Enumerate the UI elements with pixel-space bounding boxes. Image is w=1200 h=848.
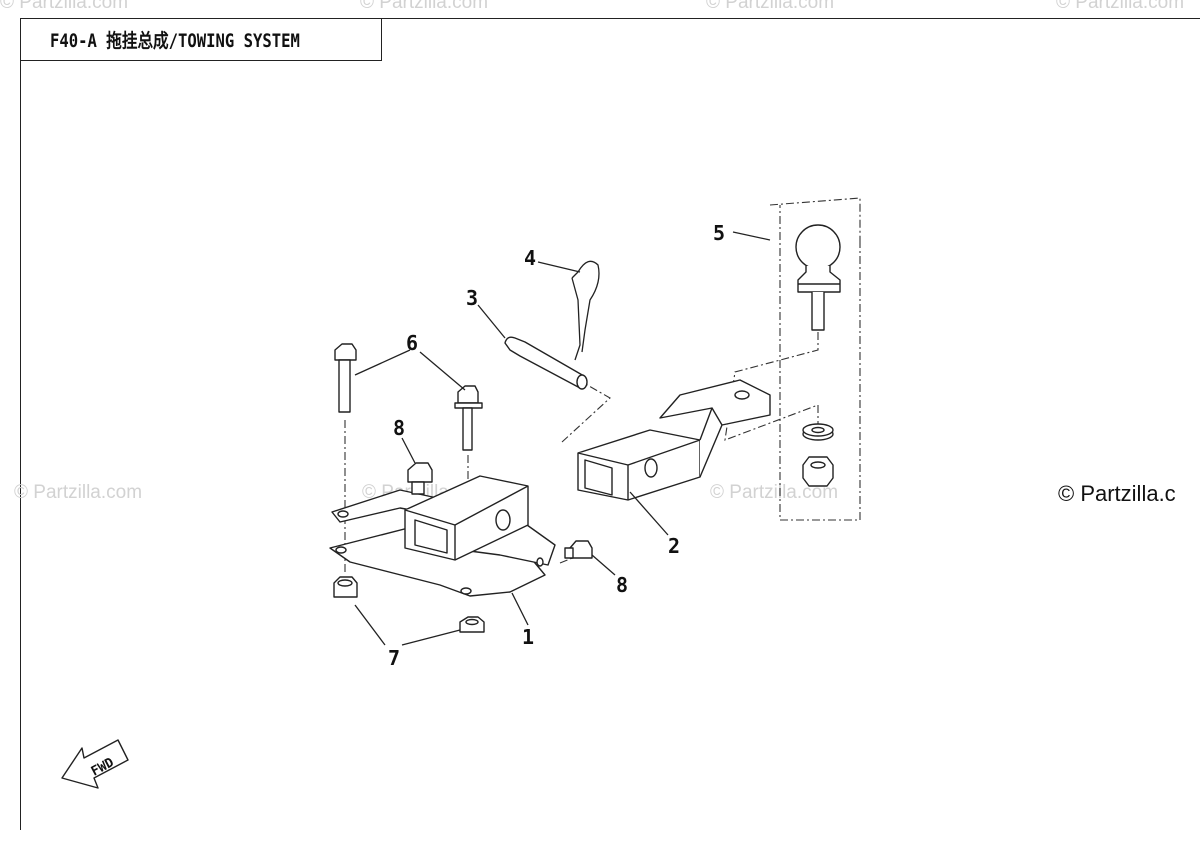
callout-5: 5 (713, 221, 725, 245)
part-7-flange-nuts (333, 576, 485, 633)
part-4-r-clip (571, 260, 600, 361)
callout-1: 1 (522, 625, 534, 649)
callout-6: 6 (406, 331, 418, 355)
callout-2: 2 (668, 534, 680, 558)
part-1-receiver-bracket (329, 475, 556, 597)
watermark: © Partzilla.com (0, 0, 129, 13)
frame-top-border (20, 18, 1200, 19)
watermark: © Partzilla.com (706, 0, 835, 13)
watermark: © Partzilla.com (360, 0, 489, 13)
callout-8: 8 (616, 573, 628, 597)
callout-3: 3 (466, 286, 478, 310)
title-box: F40-A 拖挂总成/TOWING SYSTEM (20, 18, 382, 61)
page-title: F40-A 拖挂总成/TOWING SYSTEM (50, 29, 300, 52)
callout-8: 8 (393, 416, 405, 440)
part-2-drawbar (577, 379, 771, 501)
forward-arrow-icon: FWD (61, 739, 129, 789)
leader-lines (354, 231, 771, 646)
frame-left-border (20, 18, 21, 830)
watermark: © Partzilla.com (14, 482, 143, 503)
watermark: © Partzilla.com (710, 482, 839, 503)
callout-4: 4 (524, 246, 536, 270)
watermark-copyright: © Partzilla.c (1058, 481, 1176, 506)
callout-7: 7 (388, 646, 400, 670)
part-3-hitch-pin (504, 336, 588, 390)
part-5-hitch-ball (795, 224, 841, 487)
watermark: © Partzilla.com (1056, 0, 1185, 13)
part-6-bolts (334, 343, 483, 451)
part-8-short-bolts (407, 462, 593, 559)
